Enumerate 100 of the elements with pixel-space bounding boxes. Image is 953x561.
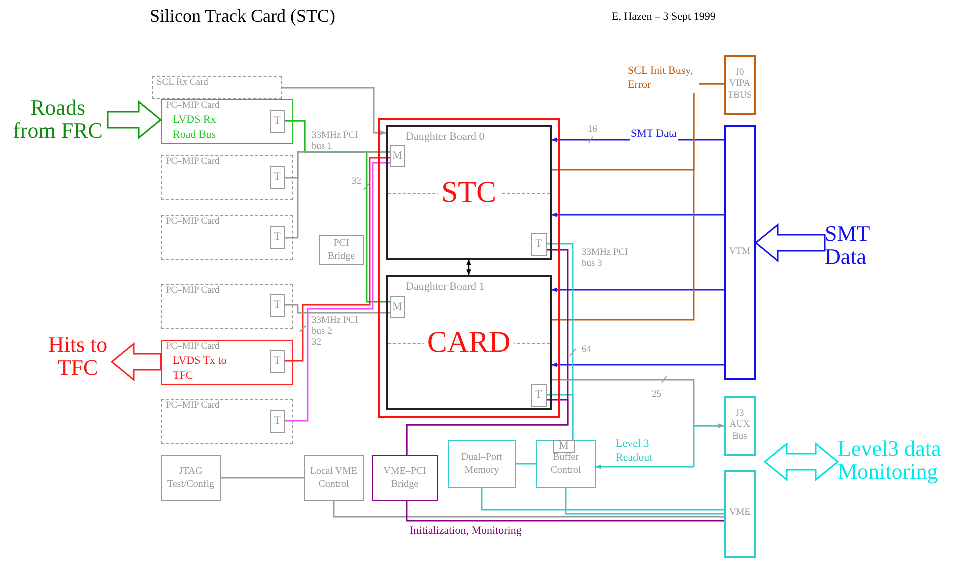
daughter-board — [386, 125, 552, 260]
io-label: Hits to TFC — [44, 333, 112, 385]
connector-line — [406, 399, 569, 455]
connector-name: J0 VIPA TBUS — [726, 68, 754, 102]
connector-line — [221, 477, 304, 479]
port-letter: T — [274, 416, 281, 427]
daughter-board — [386, 275, 552, 410]
pc-mip-card — [161, 340, 293, 385]
connector-line — [552, 83, 724, 321]
bus-label: 33MHz PCI bus 3 — [582, 248, 630, 271]
connector-line — [333, 501, 724, 518]
card-title: SCL Rx Card — [157, 78, 210, 90]
port-letter: T — [536, 239, 542, 250]
module-box — [161, 455, 221, 501]
module-name: Dual–Port Memory — [460, 451, 504, 477]
connector-line — [282, 87, 387, 136]
io-label: Level3 data Monitoring — [838, 437, 952, 487]
card-title: PC–MIP Card — [166, 342, 221, 354]
bus-width-label: 32 — [352, 177, 362, 188]
pc-mip-card — [161, 99, 293, 144]
port-box — [270, 226, 285, 249]
block-arrow — [764, 442, 840, 482]
connector-line — [565, 488, 724, 515]
port-letter: T — [274, 232, 281, 243]
port-box — [270, 110, 285, 133]
block-arrow — [107, 100, 162, 140]
card-function: LVDS Rx Road Bus — [173, 113, 218, 144]
port-box — [531, 233, 547, 256]
connector-line — [285, 304, 390, 314]
edge-label: Initialization, Monitoring — [409, 524, 523, 538]
backplane-connector — [724, 125, 756, 380]
edge-label: SCL Init Busy, Error — [627, 64, 699, 93]
edge-label: SMT Data — [630, 127, 678, 142]
connector-line — [481, 488, 724, 511]
card-title: PC–MIP Card — [166, 401, 221, 412]
card-function: LVDS Tx to TFC — [173, 354, 227, 384]
module-name: PCI Bridge — [326, 237, 356, 263]
board-outline — [378, 118, 560, 418]
port-box — [531, 384, 547, 407]
port-letter: T — [274, 356, 281, 367]
pc-mip-card — [161, 284, 293, 329]
connector-line — [406, 501, 724, 522]
connector-line — [551, 288, 724, 292]
connector-line — [516, 463, 536, 465]
connector-line — [285, 157, 390, 362]
port-box — [270, 294, 285, 317]
port-box — [390, 296, 405, 318]
connector-name: VTM — [729, 246, 751, 258]
io-label: SMT Data — [825, 222, 887, 274]
port-letter: T — [274, 172, 281, 183]
card-title: PC–MIP Card — [166, 157, 221, 168]
connector-line — [595, 425, 724, 470]
port-letter: T — [274, 300, 281, 311]
connector-line — [547, 394, 574, 440]
port-letter: M — [559, 441, 569, 452]
module-box — [536, 440, 596, 488]
backplane-connector — [724, 55, 756, 115]
bus-label: 33MHz PCI bus 1 — [312, 131, 360, 154]
module-box — [448, 440, 516, 488]
port-letter: T — [274, 116, 281, 127]
bus-width-label: 16 — [588, 125, 598, 136]
connector-name: J3 AUX Bus — [728, 408, 752, 444]
port-letter: T — [536, 390, 542, 401]
pc-mip-card — [161, 155, 293, 200]
connector-line — [285, 151, 390, 239]
module-box — [372, 455, 438, 501]
module-box — [304, 455, 364, 501]
bus-label: 33MHz PCI bus 2 — [312, 316, 360, 338]
module-name: JTAG Test/Config — [166, 465, 216, 491]
board-title: Daughter Board 0 — [405, 130, 486, 143]
port-box — [270, 350, 285, 373]
card-title: PC–MIP Card — [166, 286, 221, 298]
backplane-connector — [724, 470, 756, 558]
port-box — [553, 440, 575, 453]
port-box — [270, 166, 285, 189]
backplane-connector — [724, 396, 756, 456]
connector-line — [551, 362, 724, 368]
pc-mip-card — [161, 215, 293, 260]
port-box — [390, 145, 405, 167]
block-arrow — [110, 342, 162, 382]
connector-line — [285, 162, 390, 422]
connector-line — [552, 379, 725, 428]
io-label: Roads from FRC — [8, 96, 108, 148]
diagram-title: Silicon Track Card (STC) — [150, 6, 336, 27]
pc-mip-card — [152, 76, 282, 99]
connector-line — [466, 259, 472, 276]
port-letter: M — [392, 150, 402, 162]
connector-name: VME — [729, 508, 751, 520]
pc-mip-card — [161, 399, 293, 444]
module-name: Buffer Control — [550, 451, 582, 477]
module-box — [319, 235, 364, 265]
author-date: E, Hazen – 3 Sept 1999 — [612, 11, 717, 24]
connector-line — [551, 212, 724, 218]
module-name: Local VME Control — [309, 465, 359, 491]
block-arrow — [754, 223, 826, 263]
port-letter: M — [392, 302, 402, 312]
board-title: Daughter Board 1 — [405, 280, 486, 293]
bus-width-label: 32 — [312, 338, 322, 350]
port-box — [270, 410, 285, 433]
bus-width-label: 25 — [652, 390, 662, 402]
